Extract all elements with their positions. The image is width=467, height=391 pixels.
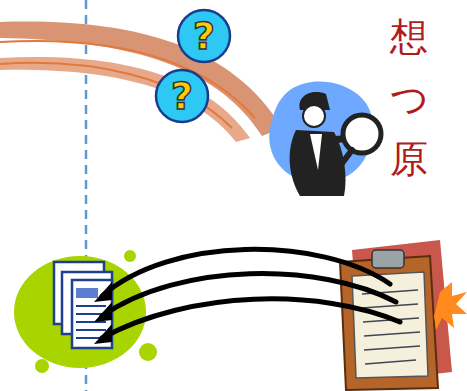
arrow-heads xyxy=(94,282,112,344)
detective-figure xyxy=(269,82,381,196)
clipboard-icon xyxy=(340,240,467,390)
document-icon xyxy=(54,262,112,348)
heading-fragment: 原 xyxy=(390,140,428,178)
question-circle: ? xyxy=(176,8,232,64)
question-mark: ? xyxy=(154,68,210,124)
swoosh xyxy=(0,57,250,142)
green-blob xyxy=(14,250,157,373)
heading-fragment: 想 xyxy=(390,18,428,56)
question-mark: ? xyxy=(176,8,232,64)
swoosh-line xyxy=(0,63,232,128)
question-circle: ? xyxy=(154,68,210,124)
heading-fragment: つ xyxy=(390,80,429,118)
flow-arrows xyxy=(102,249,400,338)
